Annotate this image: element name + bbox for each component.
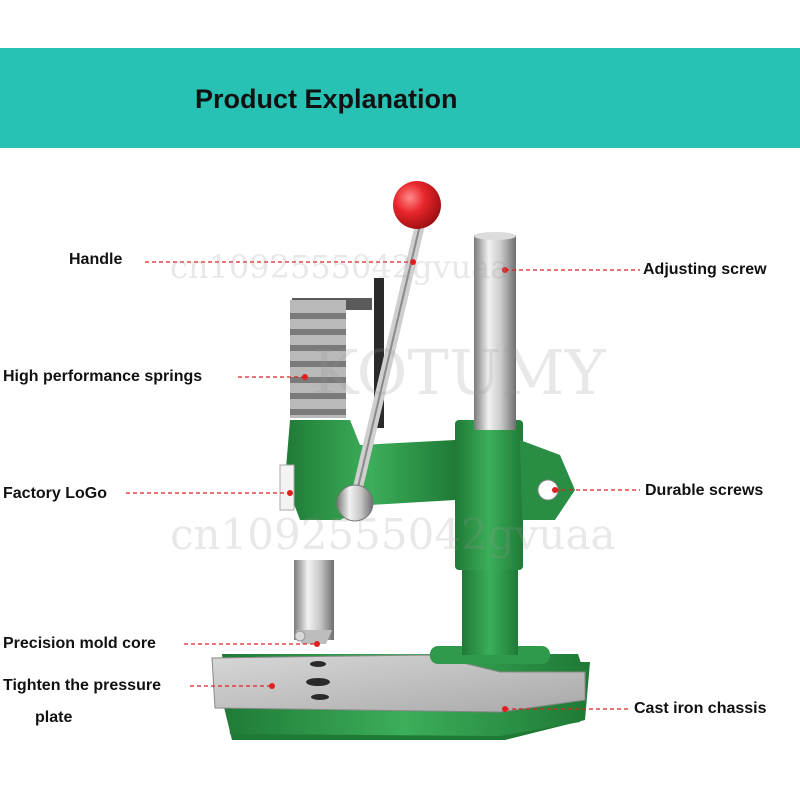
label-mold-core: Precision mold core [3,635,156,652]
header-banner [0,48,800,148]
plunger-rod [294,560,334,644]
spring-assembly [290,278,384,428]
label-pressure-plate-line2: plate [35,709,73,726]
brand-watermark: KOTUMY [312,336,606,409]
leader-dots [269,259,558,712]
leader-lines [126,261,640,710]
support-column [430,232,550,664]
label-springs: High performance springs [3,368,203,385]
cast-iron-base [211,651,590,740]
lever-handle [336,181,441,522]
id-watermark-middle: cn1092555042gvuaa [170,510,616,559]
label-durable-screws: Durable screws [645,482,764,499]
label-adjusting-screw: Adjusting screw [643,261,767,278]
label-chassis: Cast iron chassis [634,700,767,717]
label-pressure-plate-line1: Tighten the pressure [3,677,161,694]
id-watermark-top: cn1092555042gvuaa [170,248,510,286]
label-factory-logo: Factory LoGo [3,485,108,502]
page-title: Product Explanation [195,84,458,114]
label-handle: Handle [69,251,123,268]
press-arm [279,420,575,520]
